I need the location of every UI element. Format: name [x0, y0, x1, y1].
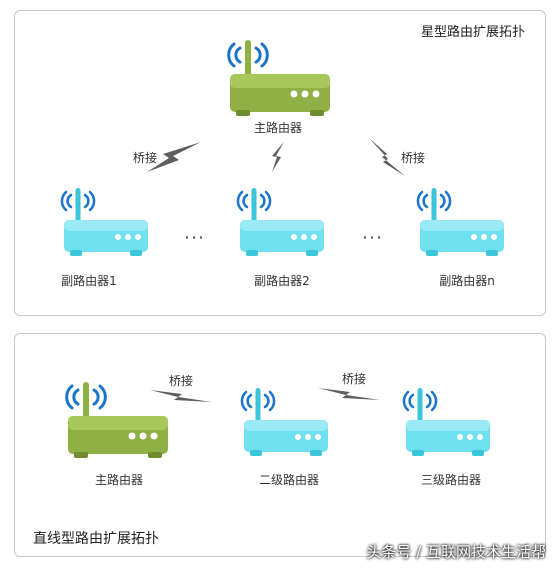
star-ellipsis-2: ··· — [362, 228, 384, 247]
line-main-router — [56, 380, 174, 462]
line-second-router-label: 二级路由器 — [258, 473, 320, 487]
router-icon — [227, 40, 330, 116]
line-main-router-label: 主路由器 — [94, 473, 144, 487]
star-sub-router-n-label: 副路由器n — [439, 274, 495, 288]
star-bridge-label-left: 桥接 — [133, 151, 158, 165]
star-sub-router-2-label: 副路由器2 — [254, 274, 310, 288]
star-sub-router-1 — [58, 186, 150, 260]
star-ellipsis-1: ··· — [184, 228, 206, 247]
star-sub-router-2 — [234, 186, 326, 260]
line-bolt-1-icon — [148, 386, 214, 410]
router-icon — [65, 382, 168, 458]
star-sub-router-1-label: 副路由器1 — [61, 274, 117, 288]
router-icon — [240, 388, 328, 456]
line-third-router-label: 三级路由器 — [420, 473, 482, 487]
star-main-router — [218, 38, 336, 120]
router-icon — [416, 188, 504, 256]
router-icon — [60, 188, 148, 256]
line-second-router — [238, 386, 330, 460]
line-bolt-2-icon — [316, 384, 382, 408]
star-topology-title: 星型路由扩展拓扑 — [420, 25, 525, 40]
star-sub-router-n — [414, 186, 506, 260]
star-bridge-label-right: 桥接 — [401, 151, 426, 165]
line-bridge-label-2: 桥接 — [342, 372, 367, 386]
star-bolt-right-icon — [365, 136, 409, 182]
star-main-router-label: 主路由器 — [253, 121, 303, 135]
star-bolt-center-icon — [268, 140, 288, 178]
line-bridge-label-1: 桥接 — [169, 374, 194, 388]
line-topology-title: 直线型路由扩展拓扑 — [33, 531, 159, 547]
router-icon — [236, 188, 324, 256]
router-icon — [402, 388, 490, 456]
star-topology-panel: 星型路由扩展拓扑 — [14, 10, 546, 316]
line-third-router — [400, 386, 492, 460]
watermark: 头条号 / 互联网技术生活帮 — [366, 543, 546, 561]
star-bolt-left-icon — [143, 140, 205, 178]
